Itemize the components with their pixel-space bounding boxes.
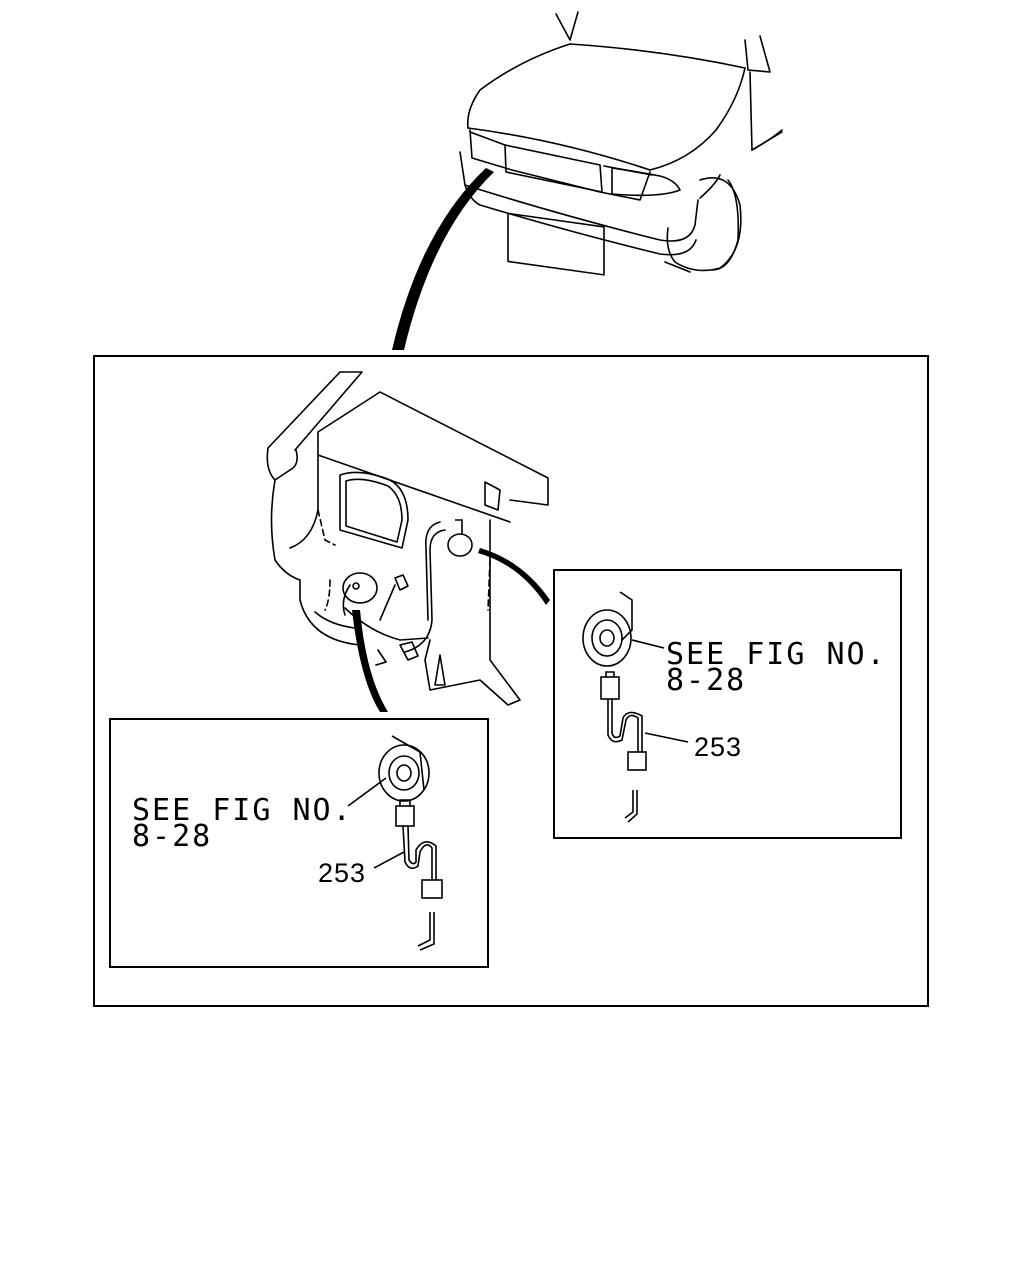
left-callout-frame [109, 718, 489, 968]
left-horn-icon [378, 735, 430, 802]
left-see-fig-text: SEE FIG NO. [132, 793, 353, 828]
left-part-ref-253: 253 [318, 858, 366, 888]
right-horn-icon [582, 591, 633, 667]
leader-vehicle-to-detail [392, 168, 494, 350]
left-harness-icon [395, 799, 443, 951]
horn-in-body-view [342, 519, 473, 604]
left-part-leader-line [373, 851, 405, 869]
right-part-leader-line [644, 732, 689, 743]
right-harness-icon [600, 671, 647, 823]
radiator-support-illustration [266, 371, 549, 706]
right-see-fig-leader-line [631, 639, 665, 649]
vehicle-front-illustration [459, 11, 783, 276]
right-part-ref-253: 253 [694, 732, 742, 762]
main-detail-frame [93, 355, 929, 1007]
left-see-fig-number: 8-28 [132, 819, 212, 854]
left-see-fig-leader-line [347, 777, 387, 807]
right-callout-frame [553, 569, 902, 839]
leader-to-left-callout [352, 610, 388, 712]
right-see-fig-number: 8-28 [666, 663, 746, 698]
leader-to-right-callout [478, 548, 550, 605]
right-see-fig-text: SEE FIG NO. [666, 637, 887, 672]
